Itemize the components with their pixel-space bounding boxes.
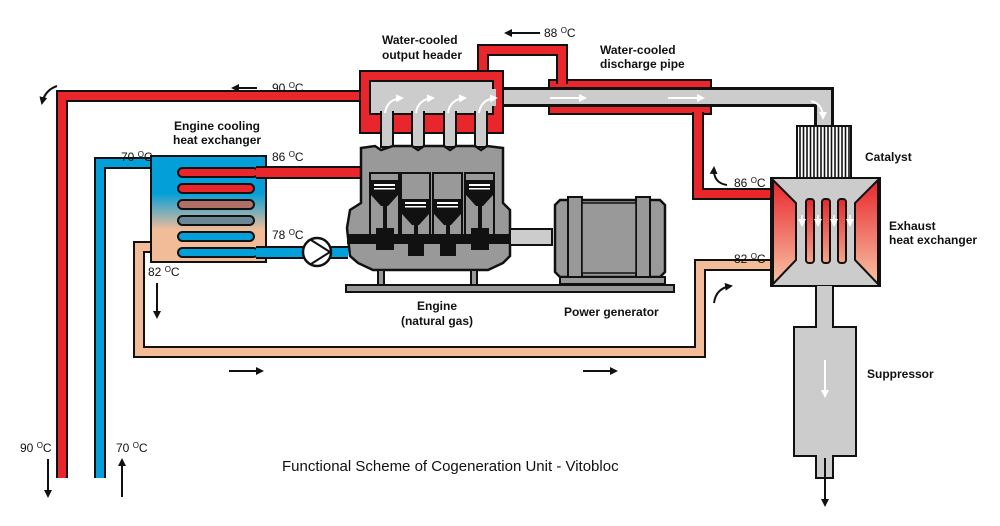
warm-water-pipe [133,241,776,358]
svg-text:heat exchanger: heat exchanger [173,133,261,147]
flow-arrow-icon [810,100,827,120]
flow-arrow-icon [415,94,435,114]
svg-text:Water-cooled: Water-cooled [600,43,676,57]
cold-return-pipe [94,157,155,478]
power-generator [553,196,667,285]
temp-label-exhaust-hx-out: 86 OC [734,176,766,190]
temp-label-supply-top: 90 OC [272,81,304,95]
diagram-title: Functional Scheme of Cogeneration Unit -… [282,458,619,475]
svg-text:discharge pipe: discharge pipe [600,57,685,71]
label-engine: Engine (natural gas) [401,299,473,328]
base-plate [345,284,675,293]
flow-arrow-icon [478,94,498,114]
engine [345,144,512,287]
temp-label-hx-warm-out: 82 OC [148,265,180,279]
drive-shaft [509,228,553,246]
label-engine-hx: Engine cooling heat exchanger [173,119,261,147]
flow-arrow-icon [713,282,733,304]
header-loop-pipe [477,44,568,84]
flow-arrow-icon [384,94,404,114]
label-catalyst: Catalyst [865,150,912,164]
svg-text:output header: output header [382,48,462,62]
discharge-pipe-jacket [548,79,776,200]
temp-label-return-bottom: 70 OC [116,441,148,455]
catalyst [796,125,852,179]
hot-supply-pipe [56,90,360,478]
temp-label-exhaust-hx-in: 82 OC [734,252,766,266]
suppressor [793,286,857,507]
temp-label-header-loop: 88 OC [544,26,576,40]
temp-label-hx-return: 78 OC [272,228,304,242]
label-suppressor: Suppressor [867,367,934,381]
label-output-header: Water-cooled output header [382,33,462,62]
engine-cooling-heat-exchanger [150,155,361,263]
flow-arrow-icon [39,85,58,105]
svg-text:Engine cooling: Engine cooling [174,119,260,133]
svg-text:Engine: Engine [417,299,457,313]
label-generator: Power generator [564,305,659,319]
temp-label-hx-cold-in: 70 OC [121,150,153,164]
flow-arrow-icon [447,94,467,114]
label-discharge-pipe: Water-cooled discharge pipe [600,43,685,71]
svg-text:Exhaust: Exhaust [889,219,936,233]
label-exhaust-hx: Exhaust heat exchanger [889,219,977,247]
pump-icon [301,236,333,268]
exhaust-heat-exchanger [770,177,881,287]
temp-label-supply-bottom: 90 OC [20,441,52,455]
flow-arrow-icon [709,166,728,186]
svg-text:Water-cooled: Water-cooled [382,33,458,47]
temp-label-hx-hot-out: 86 OC [272,150,304,164]
output-header [359,70,504,148]
svg-text:heat exchanger: heat exchanger [889,233,977,247]
svg-text:(natural gas): (natural gas) [401,314,473,328]
